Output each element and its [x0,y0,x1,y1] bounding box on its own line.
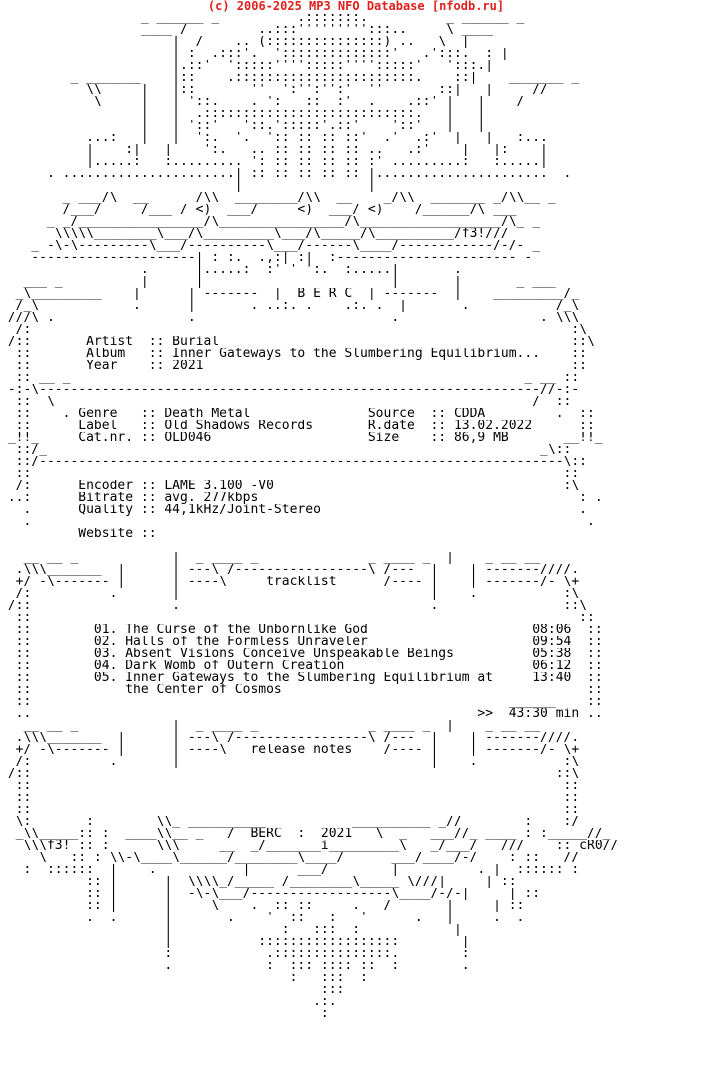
nfo-line: :: Album :: Inner Gateways to the Slumbe… [0,348,587,360]
nfo-line: : .:::::::::::::::. : [0,948,470,960]
nfo-line: .\\\_______ | | ---\ /-----------------\… [0,732,580,744]
nfo-line: :: 01. The Curse of the Unbornlike God 0… [0,624,603,636]
nfo-line: | | .:::::::::::::::::::::::::::. | | [0,108,486,120]
nfo-line: _ _/________________/\________________/\… [0,216,541,228]
nfo-line: :: :: [0,468,580,480]
nfo-line: /: :\ [0,324,587,336]
nfo-line: ///\ . . . . \\\ [0,312,580,324]
nfo-line: ___ _ | | | | _ ___ [0,276,556,288]
nfo-line: ::/_ _\:: [0,444,572,456]
nfo-line: | : ::: : | [0,924,462,936]
nfo-line: /:: . . ::\ [0,600,587,612]
nfo-line: :: Year :: 2021 :: [0,360,587,372]
nfo-line: _ -\-\---------\___/----------\___/-----… [0,240,541,252]
nfo-line: . ......................| :: :: :: :: ::… [0,168,572,180]
nfo-line: : [0,1008,329,1020]
nfo-line: :: :: [0,792,580,804]
nfo-line: |.::' ':::::'''':::::'''':::::' ':::.| [0,60,494,72]
nfo-line: :: 05. Inner Gateways to the Slumbering … [0,672,603,684]
nfo-line: .:. [0,996,337,1008]
nfo-line: :: :: [0,780,580,792]
nfo-line [0,540,712,552]
nfo-line: \ :: : \\-\____\______/________\____/ __… [0,852,580,864]
nfo-line: :: :: [0,804,580,816]
nfo-line: _ _______ |:: .:::::::::::::::::::::::. … [0,72,580,84]
nfo-line: :: | | -\-\___/------------------\____/-… [0,888,541,900]
nfo-line: . |.....: :' ' ':. :.....| . [0,264,462,276]
nfo-line: \: : \\_ __________ __________ _// : :/ [0,816,580,828]
nfo-line: . . | . ' :: : ' . | . . [0,912,525,924]
nfo-line: _ ______ _ .:::::::. _ ______ _ [0,12,525,24]
nfo-line: \\ | |:: '' ':'':'':' '' ::| | // [0,84,548,96]
nfo-line: . Quality :: 44,1kHz/Joint-Stereo . [0,504,587,516]
nfo-line: ::: [0,984,345,996]
nfo-line: |.....: :......... ': :: :: :: :: :' ...… [0,156,548,168]
nfo-line: :: | | \\\\_/_____ /________\_____ \///|… [0,876,517,888]
nfo-line: :: the Center of Cosmos :: [0,684,603,696]
nfo-line: :: . Genre :: Death Metal Source :: CDDA… [0,408,595,420]
nfo-line: /:: ::\ [0,768,580,780]
nfo-line: | | '::' '::.':::::'.::' '::' | | [0,120,486,132]
nfo-line: :: \ / :: [0,396,572,408]
nfo-line: :: 02. Halls of the Formless Unraveler 0… [0,636,603,648]
nfo-line: \ | | '::. . ': :: :' . .::' | | / [0,96,525,108]
nfo-line: . : ::: :::: :: : . [0,960,470,972]
nfo-line: :: ______ :: [0,696,603,708]
nfo-line: \\\f3! :: : \\\ __ _/_______i_________\ … [0,840,619,852]
nfo-line: /: Encoder :: LAME 3.100 -V0 :\ [0,480,580,492]
nfodb-banner: (c) 2006-2025 MP3 NFO Database [nfodb.ru… [207,0,505,13]
nfo-line: :: __ _ _ __ :: [0,372,580,384]
nfo-line: ____ / ..:::''''''''':::.. \ ____ [0,24,494,36]
nfo-line: __ __ _ | _ ____ _ _ ____ _ | _ __ __ [0,552,541,564]
nfo-line: .\\\_______ | | ---\ /-----------------\… [0,564,580,576]
nfo-line: _ ___/\ __ /\\ ________/\\ __ _/\\ _____… [0,192,556,204]
nfo-line: +/ -\------- | | ----\ release notes /--… [0,744,580,756]
nfo-line: _\\_____:: : ____\\__ _ / BERC : 2021 \ … [0,828,611,840]
nfo-line: -:-\------------------------------------… [0,384,580,396]
nfo-line: /_\ . | . ..:. . .:. . | . /_\ [0,300,580,312]
nfo-line: :: 03. Absent Visions Conceive Unspeakab… [0,648,603,660]
nfo-line: :: | | \ . :: :: . / | | :: [0,900,525,912]
nfo-line: :: :: [0,612,595,624]
nfo-line: | :::::::::::::::::: | [0,936,470,948]
nfo-line: | | [0,180,376,192]
nfo-line: | : .:::'. '::::::::::::::' .':::. : | [0,48,509,60]
nfo-line: : :::::: | . | ___/ | . | :::::: : [0,864,580,876]
nfo-line: +/ -\------- | | ----\ tracklist /---- |… [0,576,580,588]
nfo-line: __ __ _ | _ ____ _ _ ____ _ | _ __ __ [0,720,541,732]
nfo-line: ...: | | ':. '. ':: :: :: ::' .' .:' | |… [0,132,548,144]
nfo-line: ::/-------------------------------------… [0,456,587,468]
nfo-line: ---------------------| : :. .,:| :| :---… [0,252,533,264]
nfo-document: _ ______ _ .:::::::. _ ______ _ ____ / .… [0,12,712,1020]
nfo-line: _!!_ Cat.nr. :: OLD046 Size :: 86,9 MB _… [0,432,603,444]
nfo-line: /:: Artist :: Burial ::\ [0,336,595,348]
nfo-line: ..: Bitrate :: avg. 277kbps : . [0,492,603,504]
nfo-line: /___/ /___ / <) ___/ <) ___/ <) /______/… [0,204,517,216]
nfo-line: | :| | ':. .. :: :: :: :: .. .:' | |: | [0,144,548,156]
nfo-line: | / .. (:::::::::::::::) .. \ | [0,36,470,48]
nfo-line: Website :: [0,528,157,540]
nfo-line: /: . | | . :\ [0,756,580,768]
nfo-line: : ::: : [0,972,368,984]
nfo-line: _\_________ | | ------- | B E R C | ----… [0,288,580,300]
nfo-line: .. >> 43:30 min .. [0,708,603,720]
nfo-line: /: . | | . :\ [0,588,580,600]
nfo-line: :: Label :: Old Shadows Records R.date :… [0,420,595,432]
nfo-line: \\\\\________\___/\_________\___/\_____/… [0,228,509,240]
nfo-line: . . [0,516,595,528]
nfo-line: :: 04. Dark Womb of Outern Creation 06:1… [0,660,603,672]
